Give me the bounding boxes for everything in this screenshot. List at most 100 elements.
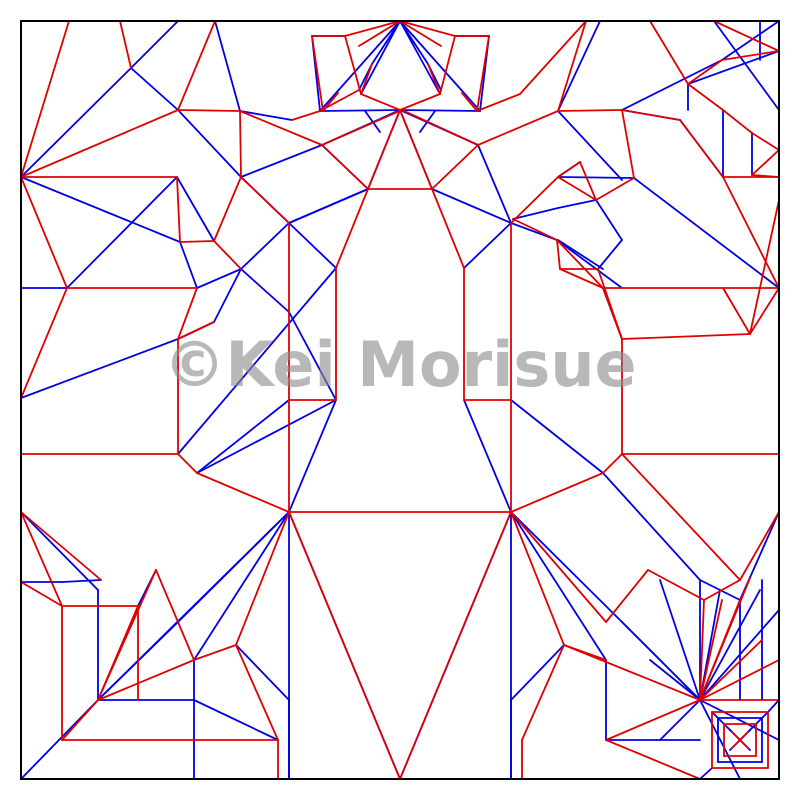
valley-crease xyxy=(66,176,178,289)
valley-crease xyxy=(510,511,623,623)
valley-crease xyxy=(399,109,481,112)
paper-border xyxy=(20,20,780,780)
mountain-crease xyxy=(476,93,521,112)
mountain-crease xyxy=(722,109,753,134)
mountain-crease xyxy=(399,109,433,190)
mountain-crease xyxy=(239,110,242,178)
valley-crease xyxy=(721,20,780,61)
mountain-crease xyxy=(360,63,373,95)
valley-crease xyxy=(557,20,601,112)
mountain-crease xyxy=(699,577,751,701)
mountain-crease xyxy=(679,119,724,178)
mountain-crease xyxy=(399,93,441,111)
mountain-crease xyxy=(557,20,587,112)
valley-crease xyxy=(288,188,369,224)
valley-crease xyxy=(235,644,290,701)
mountain-crease xyxy=(177,20,216,111)
valley-crease xyxy=(288,399,337,513)
mountain-crease xyxy=(20,20,70,178)
valley-crease xyxy=(97,511,290,701)
valley-crease xyxy=(288,222,337,269)
mountain-crease xyxy=(556,239,604,289)
valley-crease xyxy=(767,699,780,713)
valley-crease xyxy=(130,20,179,69)
mountain-crease xyxy=(335,188,369,269)
mountain-crease xyxy=(687,59,723,85)
valley-crease xyxy=(659,579,701,701)
mountain-crease xyxy=(699,599,723,701)
mountain-crease xyxy=(731,731,749,749)
mountain-crease xyxy=(510,176,559,224)
mountain-crease xyxy=(431,188,465,269)
valley-crease xyxy=(213,268,242,323)
valley-crease xyxy=(699,699,741,780)
mountain-crease xyxy=(699,639,763,701)
valley-crease xyxy=(510,511,607,661)
valley-crease xyxy=(699,767,713,780)
valley-crease xyxy=(364,110,381,133)
valley-crease xyxy=(177,109,242,178)
valley-crease xyxy=(699,699,780,741)
valley-crease xyxy=(20,176,181,243)
valley-crease xyxy=(288,311,337,401)
mountain-crease xyxy=(358,20,401,47)
mountain-crease xyxy=(687,83,724,111)
mountain-crease xyxy=(399,20,442,47)
mountain-crease xyxy=(20,287,68,399)
valley-crease xyxy=(597,239,623,270)
mountain-crease xyxy=(557,109,623,112)
mountain-crease xyxy=(213,240,242,270)
mountain-crease xyxy=(510,511,565,646)
mountain-crease xyxy=(739,511,780,581)
mountain-crease xyxy=(288,511,401,780)
mountain-crease xyxy=(360,93,401,111)
valley-crease xyxy=(61,579,102,583)
valley-crease xyxy=(196,399,337,474)
mountain-crease xyxy=(751,132,780,151)
valley-crease xyxy=(431,188,512,224)
mountain-crease xyxy=(461,92,478,112)
mountain-crease xyxy=(510,511,607,623)
mountain-crease xyxy=(321,144,369,190)
mountain-crease xyxy=(621,109,635,179)
mountain-crease xyxy=(291,110,321,121)
mountain-crease xyxy=(721,50,780,61)
valley-crease xyxy=(240,268,290,313)
mountain-crease xyxy=(322,92,339,112)
mountain-crease xyxy=(510,472,604,513)
mountain-crease xyxy=(20,176,68,289)
mountain-crease xyxy=(20,109,179,178)
mountain-crease xyxy=(61,699,99,741)
mountain-crease xyxy=(235,511,290,646)
mountain-crease xyxy=(556,239,561,270)
valley-crease xyxy=(399,20,441,95)
valley-crease xyxy=(557,199,597,209)
valley-crease xyxy=(556,239,623,289)
mountain-crease xyxy=(512,218,558,241)
valley-crease xyxy=(240,222,290,270)
mountain-crease xyxy=(344,35,362,95)
valley-crease xyxy=(319,20,401,112)
valley-crease xyxy=(196,268,242,289)
valley-crease xyxy=(621,621,701,701)
valley-crease xyxy=(621,59,723,111)
mountain-crease xyxy=(749,287,780,335)
mountain-crease xyxy=(177,453,198,474)
valley-crease xyxy=(557,239,604,270)
valley-crease xyxy=(477,144,512,224)
mountain-crease xyxy=(439,35,456,95)
mountain-crease xyxy=(177,621,195,661)
valley-crease xyxy=(633,177,780,289)
mountain-crease xyxy=(176,176,181,243)
mountain-crease xyxy=(579,161,597,201)
valley-crease xyxy=(595,199,623,241)
valley-crease xyxy=(699,589,761,701)
mountain-crease xyxy=(602,453,623,474)
mountain-crease xyxy=(427,63,441,95)
mountain-crease xyxy=(367,109,401,190)
mountain-crease xyxy=(240,176,290,224)
mountain-crease xyxy=(563,644,701,701)
mountain-crease xyxy=(597,268,623,340)
valley-crease xyxy=(463,399,512,513)
